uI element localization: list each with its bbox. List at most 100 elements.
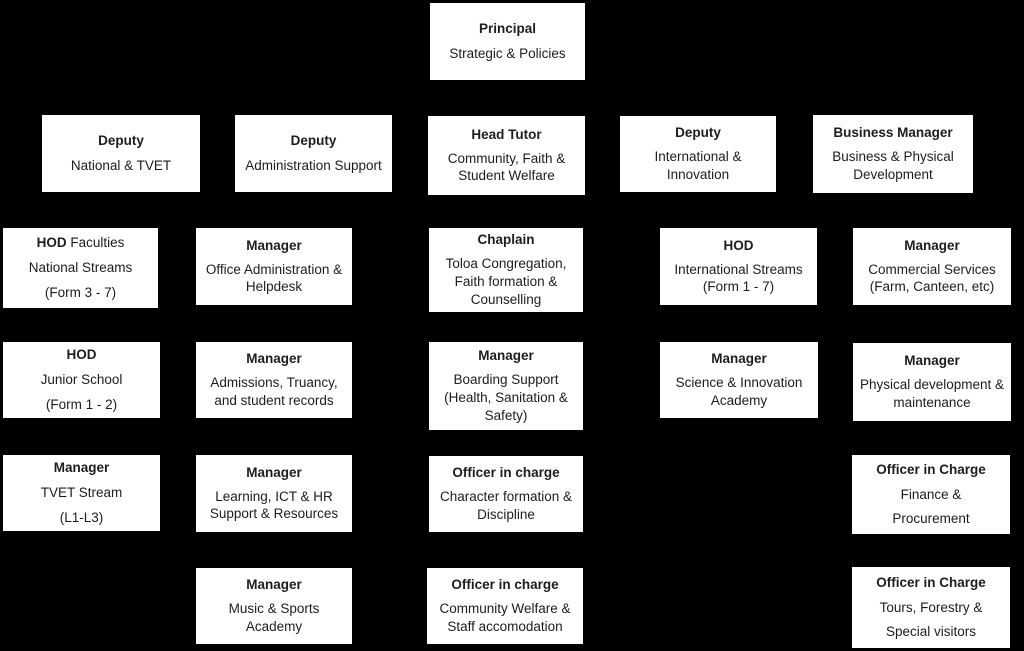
org-box-hod-faculties: HOD Faculties National Streams (Form 3 -… [3, 228, 158, 308]
role-title: HOD [67, 346, 97, 364]
role-title-text: Manager [246, 351, 302, 367]
role-title-text: Manager [478, 348, 534, 364]
role-title: Manager [904, 237, 960, 255]
org-box-chaplain: Chaplain Toloa Congregation, Faith forma… [429, 228, 583, 312]
role-scope-line: (Form 3 - 7) [44, 284, 117, 300]
org-box-deputy-national-tvet: Deputy National & TVET [42, 115, 200, 192]
org-box-manager-learning-ict-hr: Manager Learning, ICT & HR Support & Res… [196, 455, 352, 532]
role-title: Officer in charge [451, 576, 558, 594]
org-box-manager-commercial-services: Manager Commercial Services (Farm, Cante… [853, 228, 1011, 305]
org-box-officer-community-welfare: Officer in charge Community Welfare & St… [427, 568, 583, 644]
org-box-manager-music-sports: Manager Music & Sports Academy [196, 568, 352, 644]
role-title: Officer in Charge [876, 461, 986, 479]
role-title: Deputy [291, 132, 337, 150]
role-scope-line: Staff accomodation [447, 618, 563, 634]
role-scope-line: Counselling [470, 291, 542, 307]
role-title: Deputy [98, 132, 144, 150]
role-title-text: Manager [246, 237, 302, 253]
role-scope-line: Tours, Forestry & [879, 599, 983, 615]
role-title-text: Deputy [675, 125, 721, 141]
role-title-text: Manager [711, 351, 767, 367]
role-title: HOD Faculties [37, 234, 125, 252]
org-box-head-tutor: Head Tutor Community, Faith & Student We… [428, 116, 585, 195]
org-box-officer-tours-forestry: Officer in Charge Tours, Forestry & Spec… [852, 567, 1010, 648]
org-box-officer-finance-procurement: Officer in Charge Finance & Procurement [852, 455, 1010, 534]
role-title: Manager [904, 352, 960, 370]
role-scope-line: Physical development & [859, 377, 1005, 393]
role-title-text: Business Manager [833, 125, 953, 141]
role-scope-line: and student records [214, 392, 334, 408]
role-scope-line: Boarding Support [453, 372, 559, 388]
role-title: Business Manager [833, 124, 952, 142]
org-box-hod-junior-school: HOD Junior School (Form 1 - 2) [3, 342, 160, 418]
role-scope-line: Toloa Congregation, [445, 256, 567, 272]
role-scope-line: International Streams [674, 261, 803, 277]
role-scope-line: Administration Support [245, 158, 382, 173]
role-scope-line: maintenance [893, 394, 971, 410]
role-scope-line: National & TVET [70, 158, 172, 173]
role-scope-line: Discipline [477, 506, 535, 522]
role-title-text: Deputy [290, 133, 337, 149]
role-scope-line: Strategic & Policies [449, 46, 566, 61]
role-scope-line: Community, Faith & [447, 150, 566, 166]
role-scope-line: International & [654, 149, 742, 165]
role-title: Head Tutor [471, 126, 541, 144]
role-scope-line: Development [853, 166, 933, 182]
role-title: Officer in charge [452, 464, 559, 482]
role-title-text: Officer in Charge [876, 574, 986, 590]
role-title: Officer in Charge [876, 574, 986, 592]
role-scope-line: Academy [710, 392, 768, 408]
role-scope-line: TVET Stream [40, 485, 123, 501]
role-scope-line: Office Administration & [205, 261, 343, 277]
role-scope-line: Commercial Services [868, 261, 996, 277]
role-scope-line: Safety) [484, 407, 528, 423]
org-box-manager-tvet-stream: Manager TVET Stream (L1-L3) [3, 455, 160, 531]
role-scope-line: National Streams [28, 260, 133, 276]
role-scope-line: (L1-L3) [59, 509, 104, 525]
org-box-deputy-international-innovation: Deputy International & Innovation [620, 116, 776, 192]
role-scope-line: Admissions, Truancy, [210, 375, 338, 391]
role-title-suffix: Faculties [66, 235, 125, 251]
role-scope-line: Faith formation & [454, 274, 558, 289]
role-title-text: Principal [478, 21, 537, 37]
role-title-text: Chaplain [477, 232, 535, 248]
role-scope-line: Student Welfare [458, 168, 555, 184]
role-title: Deputy [675, 124, 721, 142]
role-title-text: Manager [246, 577, 302, 593]
role-scope-line: Character formation & [439, 489, 573, 505]
role-title: Principal [479, 20, 536, 38]
role-title: Manager [478, 347, 534, 365]
role-title: Manager [246, 350, 302, 368]
role-title-text: Manager [904, 237, 960, 253]
org-box-manager-admissions: Manager Admissions, Truancy, and student… [196, 342, 352, 418]
role-scope-line: Finance & [900, 486, 962, 502]
role-title-text: HOD [66, 347, 97, 363]
role-title: HOD [724, 237, 754, 255]
role-scope-line: Junior School [40, 372, 123, 388]
role-title-text: Deputy [98, 133, 144, 149]
role-title: Manager [246, 237, 302, 255]
role-title: Manager [246, 576, 302, 594]
role-title-text: Manager [246, 464, 302, 480]
role-scope-line: Support & Resources [209, 506, 339, 522]
role-title: Chaplain [477, 231, 534, 249]
org-box-deputy-administration-support: Deputy Administration Support [235, 115, 392, 192]
role-scope-line: Special visitors [885, 624, 977, 640]
role-title: Manager [246, 464, 302, 482]
org-box-officer-character-discipline: Officer in charge Character formation & … [429, 456, 583, 532]
org-box-manager-boarding-support: Manager Boarding Support (Health, Sanita… [429, 342, 583, 430]
role-title-text: Officer in Charge [876, 461, 986, 477]
role-title-text: Manager [53, 460, 110, 476]
role-title-text: HOD [723, 237, 754, 253]
role-title-text: Head Tutor [471, 126, 542, 142]
role-scope-line: Business & Physical [832, 149, 954, 165]
role-scope-line: Innovation [666, 166, 730, 182]
role-scope-line: Procurement [892, 511, 970, 527]
role-title-text: HOD [36, 235, 67, 251]
role-title-text: Officer in charge [452, 465, 560, 481]
role-scope-line: (Form 1 - 2) [45, 396, 118, 412]
org-box-principal: Principal Strategic & Policies [430, 3, 585, 80]
org-box-manager-physical-development: Manager Physical development & maintenan… [853, 343, 1011, 421]
role-scope-line: Community Welfare & [439, 601, 571, 617]
